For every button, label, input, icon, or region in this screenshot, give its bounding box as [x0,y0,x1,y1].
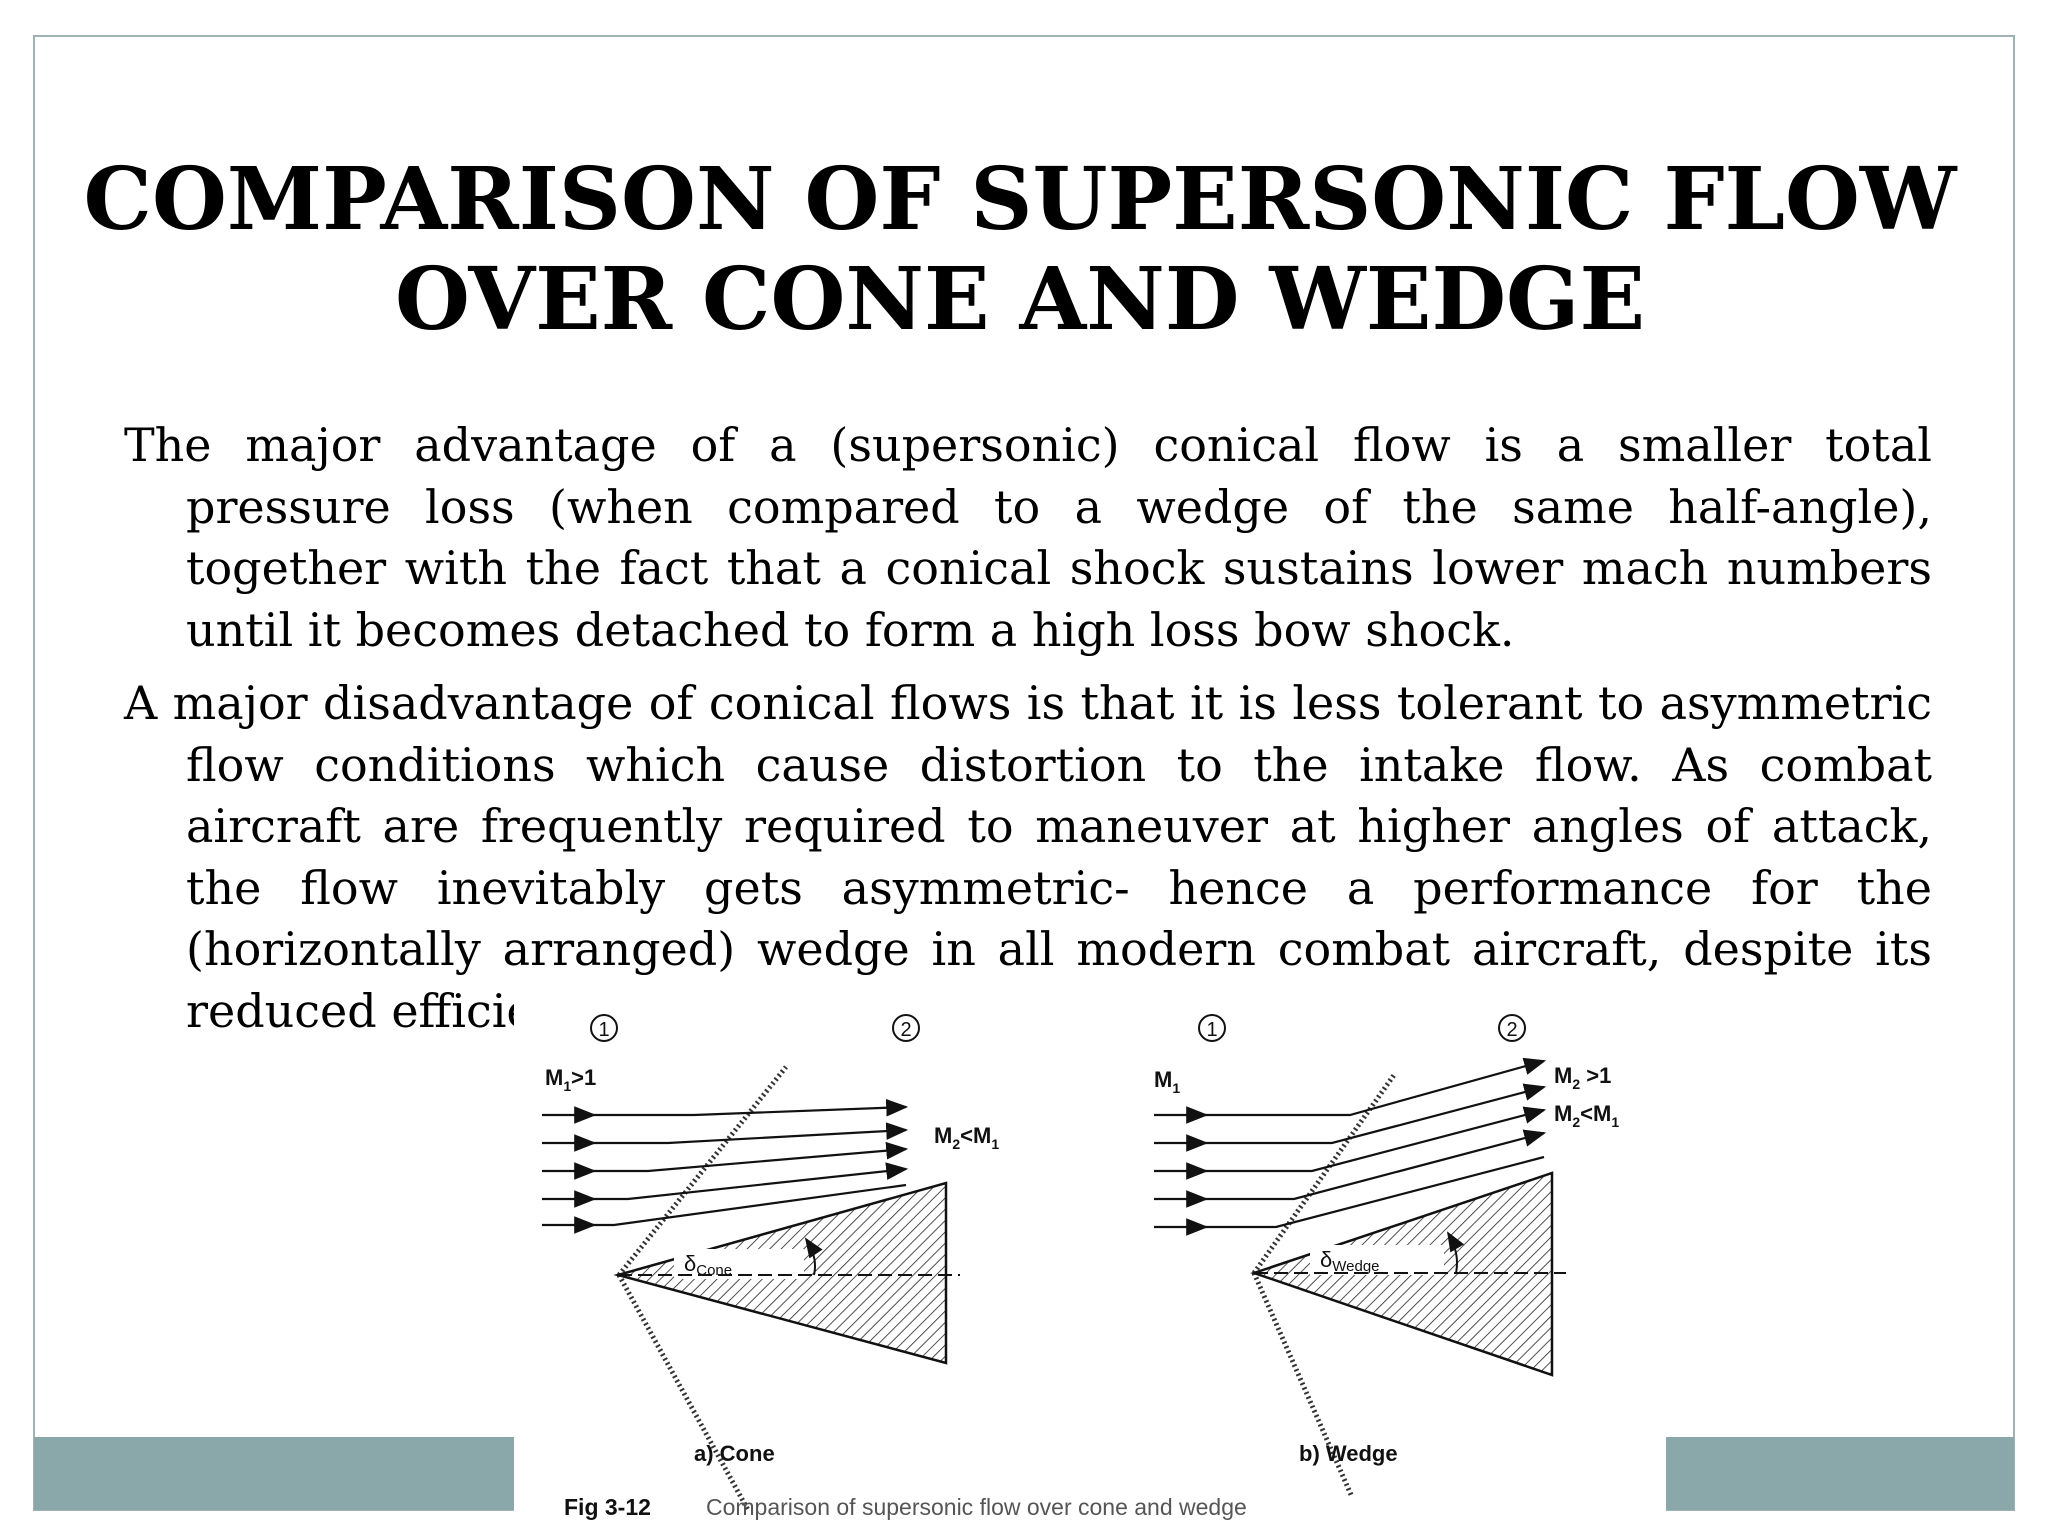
cone-angle-arc [804,1237,823,1276]
cone-m1-label: M1>1 [545,1065,596,1094]
wedge-m1-label: M1 [1154,1067,1180,1096]
cone-station-1-icon: 1 [590,1014,618,1042]
cone-streamlines [542,1098,909,1234]
cone-station-1: 1 [598,1019,609,1041]
footer-band-left [34,1437,514,1510]
cone-station-2: 2 [900,1019,911,1041]
wedge-angle-arc [1446,1231,1465,1274]
cone-diagram: 1 2 M1>1 M2<M1 [542,1014,999,1512]
cone-panel-label: a) Cone [694,1441,775,1466]
wedge-streamlines [1154,1057,1547,1236]
slide-title: COMPARISON OF SUPERSONIC FLOW OVER CONE … [60,150,1980,350]
wedge-station-2-icon: 2 [1498,1014,1526,1042]
wedge-station-1-icon: 1 [1198,1014,1226,1042]
wedge-m2-supersonic-label: M2 >1 [1554,1063,1611,1092]
figure-cone-vs-wedge: 1 2 M1>1 M2<M1 [514,995,1666,1536]
wedge-panel-label: b) Wedge [1299,1441,1398,1466]
cone-m2-label: M2<M1 [934,1123,999,1152]
figure-caption-number: Fig 3-12 [564,1494,651,1520]
figure-caption-text: Comparison of supersonic flow over cone … [706,1494,1247,1520]
footer-band-right [1666,1437,2014,1510]
title-line-1: COMPARISON OF SUPERSONIC FLOW [83,149,1957,250]
wedge-shock-wave [1251,1073,1397,1499]
wedge-delta-label: δWedge [1320,1247,1380,1275]
title-line-2: OVER CONE AND WEDGE [394,249,1646,350]
wedge-station-1: 1 [1206,1019,1217,1041]
cone-delta-label: δCone [684,1251,732,1279]
slide-body: The major advantage of a (supersonic) co… [124,415,1932,1054]
figure-caption: Fig 3-12 Comparison of supersonic flow ov… [564,1494,1247,1520]
paragraph-advantage: The major advantage of a (supersonic) co… [124,418,1932,657]
cone-station-2-icon: 2 [892,1014,920,1042]
wedge-station-2: 2 [1506,1019,1517,1041]
paragraph-disadvantage: A major disadvantage of conical flows is… [124,676,1932,1038]
wedge-diagram: 1 2 M1 M2 >1 M2<M1 [1154,1014,1619,1499]
wedge-angle-label-bg [1310,1245,1444,1275]
wedge-m2-relation-label: M2<M1 [1554,1101,1619,1130]
